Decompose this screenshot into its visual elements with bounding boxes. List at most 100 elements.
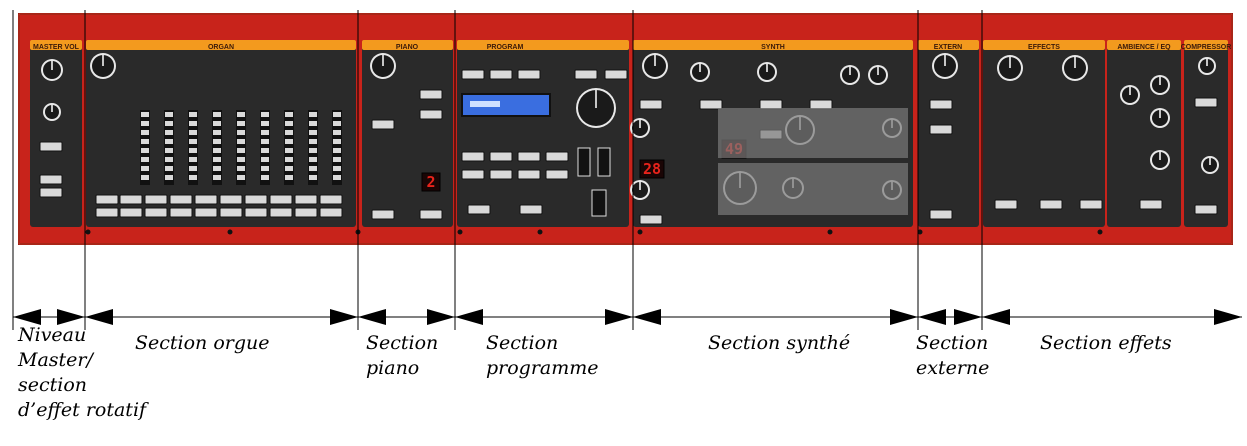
- drawbar-mark: [309, 148, 317, 153]
- panel-button: [809, 99, 833, 110]
- section-header-text: ORGAN: [208, 44, 234, 51]
- drawbar-mark: [189, 166, 197, 171]
- section-label-line: Section orgue: [135, 332, 270, 354]
- drawbar-mark: [213, 166, 221, 171]
- section-header-strip-program: [457, 40, 629, 50]
- drawbar-mark: [309, 166, 317, 171]
- panel-button: [419, 209, 443, 220]
- synth-led-display-b: 28: [643, 160, 661, 178]
- drawbar-mark: [261, 175, 269, 180]
- drawbar-mark: [213, 175, 221, 180]
- drawbar-mark: [141, 112, 149, 117]
- drawbar-mark: [261, 166, 269, 171]
- drawbar-mark: [285, 112, 293, 117]
- drawbar-mark: [285, 139, 293, 144]
- section-label-effects: Section effets: [1040, 331, 1172, 356]
- panel-button: [169, 207, 193, 218]
- panel-screw: [85, 229, 91, 235]
- drawbar-mark: [333, 166, 341, 171]
- section-label-line: Section effets: [1040, 332, 1172, 354]
- panel-button: [467, 204, 491, 215]
- panel-screw: [457, 229, 463, 235]
- drawbar-mark: [165, 157, 173, 162]
- triangle-arrow-icon: [605, 309, 633, 325]
- drawbar-mark: [237, 175, 245, 180]
- drawbar-mark: [141, 157, 149, 162]
- triangle-arrow-icon: [1214, 309, 1242, 325]
- drawbar-mark: [261, 112, 269, 117]
- panel-button: [194, 194, 218, 205]
- program-lcd-display: [461, 93, 551, 117]
- panel-button: [194, 207, 218, 218]
- panel-button: [319, 207, 343, 218]
- drawbar-mark: [237, 130, 245, 135]
- section-header-text: PIANO: [396, 44, 419, 51]
- pedal-slot: [591, 189, 607, 217]
- drawbar-mark: [165, 121, 173, 126]
- section-label-line: d’effet rotatif: [18, 399, 147, 421]
- panel-button: [929, 209, 953, 220]
- panel-button: [169, 194, 193, 205]
- panel-screw: [637, 229, 643, 235]
- section-label-synth: Section synthé: [708, 331, 850, 356]
- drawbar-mark: [189, 121, 197, 126]
- pitch-wheel: [577, 147, 591, 177]
- panel-button: [39, 141, 63, 152]
- drawbar-mark: [141, 139, 149, 144]
- drawbar-mark: [189, 157, 197, 162]
- mod-wheel: [597, 147, 611, 177]
- panel-screw: [537, 229, 543, 235]
- drawbar-mark: [165, 175, 173, 180]
- drawbar-mark: [333, 130, 341, 135]
- drawbar-mark: [213, 121, 221, 126]
- section-header-strip-extern: [918, 40, 979, 50]
- panel-button: [929, 99, 953, 110]
- panel-button: [1194, 204, 1218, 215]
- drawbar-mark: [237, 112, 245, 117]
- panel-button: [95, 194, 119, 205]
- drawbar-mark: [213, 148, 221, 153]
- section-label-line: Niveau: [18, 324, 87, 346]
- panel-button: [517, 69, 541, 80]
- drawbar-mark: [333, 112, 341, 117]
- section-label-line: Section: [486, 332, 559, 354]
- section-header-strip-organ: [86, 40, 356, 50]
- section-module-ambience-eq: [1107, 42, 1181, 227]
- drawbar-mark: [189, 175, 197, 180]
- drawbar-mark: [309, 157, 317, 162]
- panel-button: [371, 209, 395, 220]
- drawbar-mark: [237, 166, 245, 171]
- section-header-strip-effects: [983, 40, 1105, 50]
- panel-button: [517, 151, 541, 162]
- panel-button: [269, 194, 293, 205]
- drawbar-mark: [141, 121, 149, 126]
- drawbar-mark: [333, 157, 341, 162]
- drawbar-mark: [261, 148, 269, 153]
- drawbar-mark: [213, 112, 221, 117]
- section-label-line: section: [18, 374, 88, 396]
- drawbar-slot: [140, 110, 150, 185]
- drawbar-mark: [261, 130, 269, 135]
- panel-button: [144, 194, 168, 205]
- triangle-arrow-icon: [455, 309, 483, 325]
- section-header-text: MASTER VOL: [33, 44, 80, 51]
- drawbar-mark: [189, 112, 197, 117]
- drawbar-mark: [189, 148, 197, 153]
- drawbar-slot: [284, 110, 294, 185]
- drawbar-slot: [308, 110, 318, 185]
- section-label-line: Master/: [18, 349, 93, 371]
- drawbar-mark: [141, 148, 149, 153]
- panel-button: [219, 207, 243, 218]
- section-header-text: SYNTH: [761, 44, 785, 51]
- panel-button: [489, 169, 513, 180]
- drawbar-mark: [237, 121, 245, 126]
- panel-button: [39, 174, 63, 185]
- drawbar-mark: [165, 130, 173, 135]
- panel-button: [574, 69, 598, 80]
